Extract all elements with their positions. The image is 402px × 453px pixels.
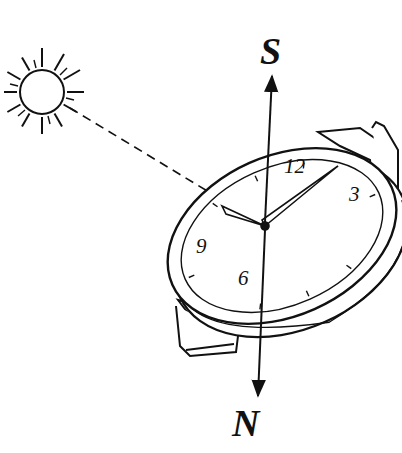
south-arrow [265,76,272,222]
dial-number: 6 [238,268,249,289]
watch-case [140,112,402,375]
dial-number: 9 [196,236,207,257]
dial-number: 12 [284,156,305,177]
dial-number: 3 [349,184,360,205]
direction-letter: N [232,404,259,442]
north-arrow [258,230,265,396]
watch-hands [222,166,338,230]
sun [4,48,84,134]
direction-letter: S [260,32,281,70]
